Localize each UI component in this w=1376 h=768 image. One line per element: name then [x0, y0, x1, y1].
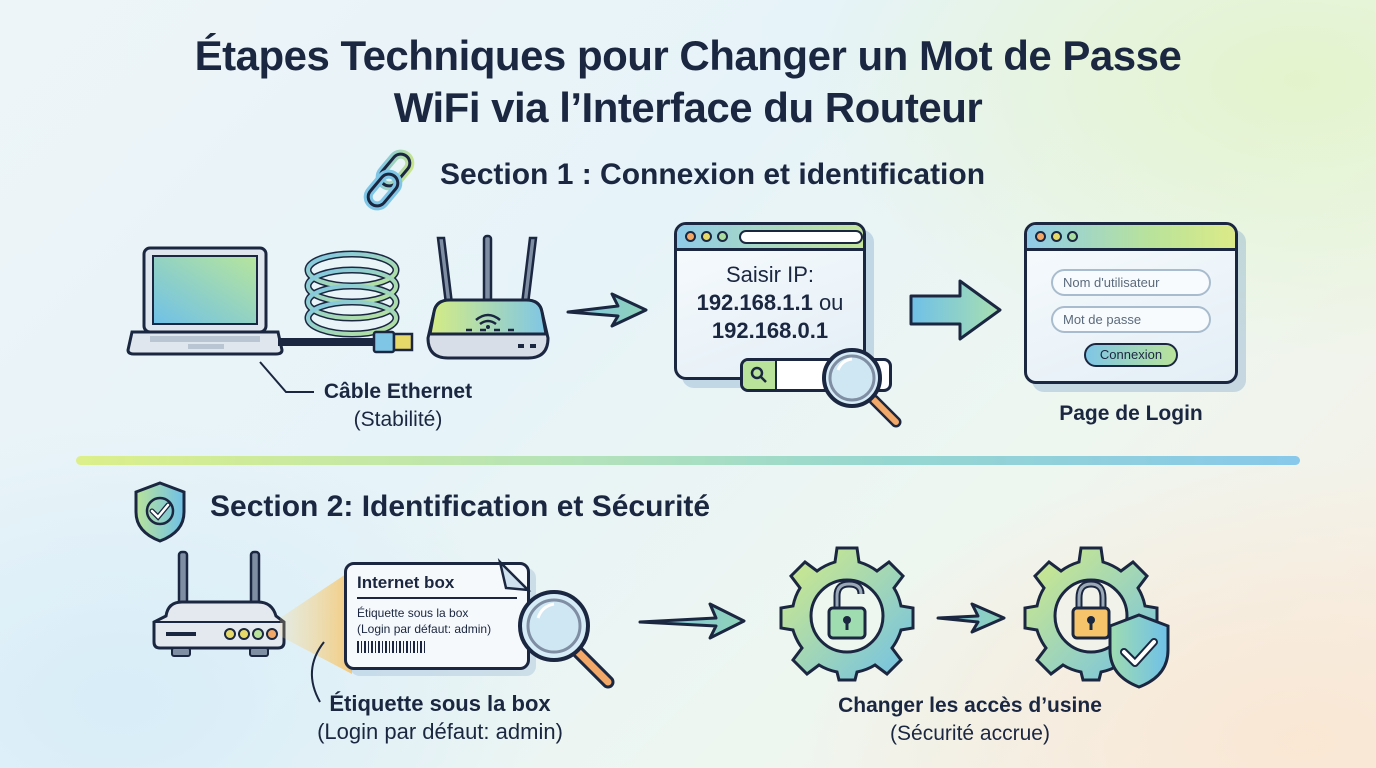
- window-dot-min: [701, 231, 712, 242]
- router-box-icon: [150, 550, 290, 660]
- router-icon: [424, 234, 552, 364]
- cable-caption: Câble Ethernet (Stabilité): [298, 378, 498, 434]
- link-chain-icon: [363, 149, 424, 211]
- ip-prompt: Saisir IP:: [725, 262, 815, 287]
- label-caption: Étiquette sous la box (Login par défaut:…: [290, 690, 590, 746]
- title-line-1: Étapes Techniques pour Changer un Mot de…: [194, 32, 1182, 79]
- barcode-icon: [357, 641, 427, 653]
- address-bar[interactable]: [739, 229, 863, 244]
- browser-window-ip: Saisir IP: 192.168.1.1 ou 192.168.0.1: [674, 222, 866, 380]
- shield-check-icon: [132, 480, 188, 544]
- gear-unlocked-icon: [779, 544, 915, 682]
- ip-or: ou: [818, 290, 844, 315]
- window-dot-max: [717, 231, 728, 242]
- magnifier-icon: [512, 588, 622, 692]
- window-dot-close: [1035, 231, 1046, 242]
- leader-line: [300, 640, 330, 704]
- arrow-right-icon: [638, 600, 748, 640]
- cable-label: Câble Ethernet: [323, 380, 473, 403]
- login-form: Nom d'utilisateur Mot de passe Connexion: [1027, 251, 1235, 367]
- ethernet-cable-icon: [278, 248, 430, 358]
- shield-check-icon: [1106, 612, 1172, 690]
- label-card-line-1: Étiquette sous la box: [357, 606, 469, 620]
- device-label-card: Internet box Étiquette sous la box (Logi…: [344, 562, 530, 670]
- password-field[interactable]: Mot de passe: [1051, 306, 1211, 333]
- browser-window-login: Nom d'utilisateur Mot de passe Connexion: [1024, 222, 1238, 384]
- window-dot-min: [1051, 231, 1062, 242]
- laptop-icon: [126, 246, 286, 358]
- security-caption: Changer les accès d’usine (Sécurité accr…: [800, 692, 1140, 748]
- section-divider: [76, 456, 1300, 465]
- username-field[interactable]: Nom d'utilisateur: [1051, 269, 1211, 296]
- ip-instructions: Saisir IP: 192.168.1.1 ou 192.168.0.1: [677, 251, 863, 345]
- arrow-right-large-icon: [908, 278, 1004, 342]
- ip-address-1: 192.168.1.1: [696, 290, 813, 315]
- label-card-line-2: (Login par défaut: admin): [357, 622, 492, 636]
- arrow-right-icon: [936, 600, 1008, 636]
- label-card-title: Internet box: [357, 573, 517, 599]
- magnifier-icon: [818, 346, 904, 430]
- window-dot-close: [685, 231, 696, 242]
- window-dot-max: [1067, 231, 1078, 242]
- leader-line: [258, 360, 318, 396]
- security-caption-sub: (Sécurité accrue): [890, 722, 1050, 745]
- page-title: Étapes Techniques pour Changer un Mot de…: [0, 30, 1376, 134]
- section-2-heading: Section 2: Identification et Sécurité: [210, 490, 711, 523]
- arrow-right-icon: [566, 290, 650, 330]
- login-button[interactable]: Connexion: [1084, 343, 1178, 367]
- title-line-2: WiFi via l’Interface du Routeur: [393, 84, 983, 131]
- ip-address-2: 192.168.0.1: [711, 318, 829, 343]
- login-page-caption: Page de Login: [1059, 402, 1203, 425]
- label-caption-title: Étiquette sous la box: [329, 691, 551, 716]
- section-1-heading: Section 1 : Connexion et identification: [440, 158, 986, 191]
- folded-corner: [497, 558, 532, 592]
- label-caption-sub: (Login par défaut: admin): [317, 719, 563, 744]
- highlight-beam: [280, 566, 352, 678]
- security-caption-title: Changer les accès d’usine: [838, 694, 1102, 717]
- browser-titlebar: [677, 225, 863, 251]
- search-icon: [743, 361, 777, 389]
- browser-titlebar: [1027, 225, 1235, 251]
- cable-sublabel: (Stabilité): [353, 408, 443, 431]
